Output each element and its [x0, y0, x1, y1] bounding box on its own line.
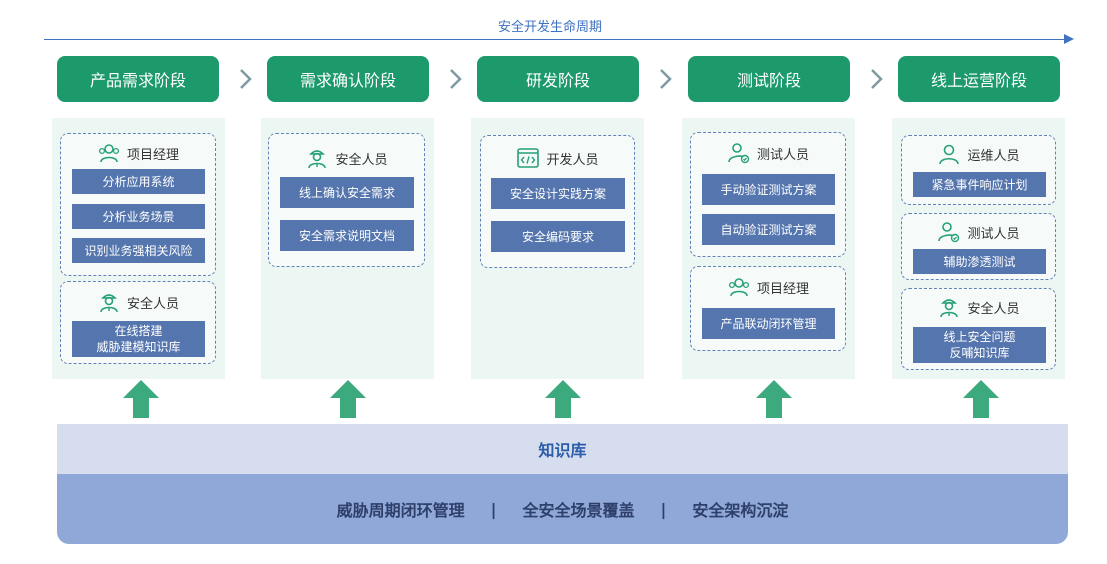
chevron-right-icon — [240, 69, 252, 89]
person-icon — [939, 144, 960, 165]
role-name: 项目经理 — [126, 147, 179, 163]
role-group: 安全人员 在线搭建 威胁建模知识库 — [60, 281, 216, 364]
task-box: 产品联动闭环管理 — [702, 308, 835, 339]
role-header: 运维人员 — [902, 142, 1055, 166]
task-box: 分析业务场景 — [72, 204, 205, 229]
task-box: 紧急事件响应计划 — [913, 172, 1046, 197]
role-group: 项目经理 产品联动闭环管理 — [690, 266, 846, 351]
role-group: 运维人员 紧急事件响应计划 — [901, 135, 1056, 205]
stage-header-development: 研发阶段 — [477, 56, 639, 102]
role-group: 安全人员 线上确认安全需求 安全需求说明文档 — [268, 133, 425, 267]
security-officer-icon — [308, 150, 327, 169]
role-group: 安全人员 线上安全问题 反哺知识库 — [901, 288, 1056, 370]
lifecycle-label: 安全开发生命周期 — [497, 20, 602, 35]
kb-item: 全安全场景覆盖 — [522, 501, 635, 520]
arrow-up-icon — [545, 380, 581, 418]
role-name: 安全人员 — [126, 296, 179, 312]
role-header: 安全人员 — [902, 295, 1055, 319]
tester-icon — [728, 143, 750, 164]
chevron-right-icon — [450, 69, 462, 89]
kb-item: 安全架构沉淀 — [692, 501, 789, 520]
stage-header-operations: 线上运营阶段 — [898, 56, 1060, 102]
task-box: 安全编码要求 — [491, 221, 625, 252]
chevron-right-icon — [660, 69, 672, 89]
task-box: 安全需求说明文档 — [280, 220, 414, 251]
task-box: 识别业务强相关风险 — [72, 238, 205, 263]
role-header: 项目经理 — [691, 275, 845, 299]
role-name: 项目经理 — [756, 281, 809, 297]
role-name: 运维人员 — [967, 148, 1020, 164]
tester-icon — [938, 222, 960, 243]
timeline-arrowhead — [1064, 34, 1074, 44]
kb-item: 威胁周期闭环管理 — [336, 501, 465, 520]
role-header: 项目经理 — [61, 141, 215, 165]
arrow-up-icon — [963, 380, 999, 418]
kb-separator: | — [660, 499, 667, 519]
role-group: 测试人员 手动验证测试方案 自动验证测试方案 — [690, 132, 846, 257]
security-officer-icon — [940, 299, 959, 318]
stage-header-requirements: 产品需求阶段 — [57, 56, 219, 102]
task-box: 安全设计实践方案 — [491, 178, 625, 209]
chevron-right-icon — [871, 69, 883, 89]
role-name: 测试人员 — [756, 147, 809, 163]
role-header: 测试人员 — [902, 220, 1055, 244]
role-header: 开发人员 — [481, 146, 634, 170]
arrow-up-icon — [123, 380, 159, 418]
role-name: 测试人员 — [967, 226, 1020, 242]
task-box: 在线搭建 威胁建模知识库 — [72, 321, 205, 357]
arrow-up-icon — [756, 380, 792, 418]
role-header: 安全人员 — [61, 290, 215, 314]
people-group-icon — [728, 278, 750, 297]
stage-header-confirmation: 需求确认阶段 — [267, 56, 429, 102]
task-box: 自动验证测试方案 — [702, 214, 835, 245]
task-box: 分析应用系统 — [72, 169, 205, 194]
role-group: 开发人员 安全设计实践方案 安全编码要求 — [480, 135, 635, 268]
people-group-icon — [98, 144, 120, 163]
role-header: 安全人员 — [269, 146, 424, 170]
task-box: 线上确认安全需求 — [280, 177, 414, 208]
role-name: 安全人员 — [335, 152, 388, 168]
task-box: 线上安全问题 反哺知识库 — [913, 327, 1046, 363]
security-officer-icon — [100, 294, 118, 313]
stage-header-testing: 测试阶段 — [688, 56, 850, 102]
role-group: 项目经理 分析应用系统 分析业务场景 识别业务强相关风险 — [60, 133, 216, 276]
timeline-line — [44, 39, 1064, 40]
knowledge-base-capabilities: 威胁周期闭环管理 | 全安全场景覆盖 | 安全架构沉淀 — [57, 474, 1068, 544]
task-box: 辅助渗透测试 — [913, 249, 1046, 274]
knowledge-base-label: 知识库 — [538, 441, 587, 460]
code-icon — [517, 148, 540, 168]
task-box: 手动验证测试方案 — [702, 174, 835, 205]
kb-separator: | — [490, 499, 497, 519]
knowledge-base-title: 知识库 — [57, 424, 1068, 474]
role-name: 开发人员 — [546, 152, 599, 168]
role-group: 测试人员 辅助渗透测试 — [901, 213, 1056, 280]
arrow-up-icon — [330, 380, 366, 418]
role-header: 测试人员 — [691, 141, 845, 165]
role-name: 安全人员 — [967, 301, 1020, 317]
